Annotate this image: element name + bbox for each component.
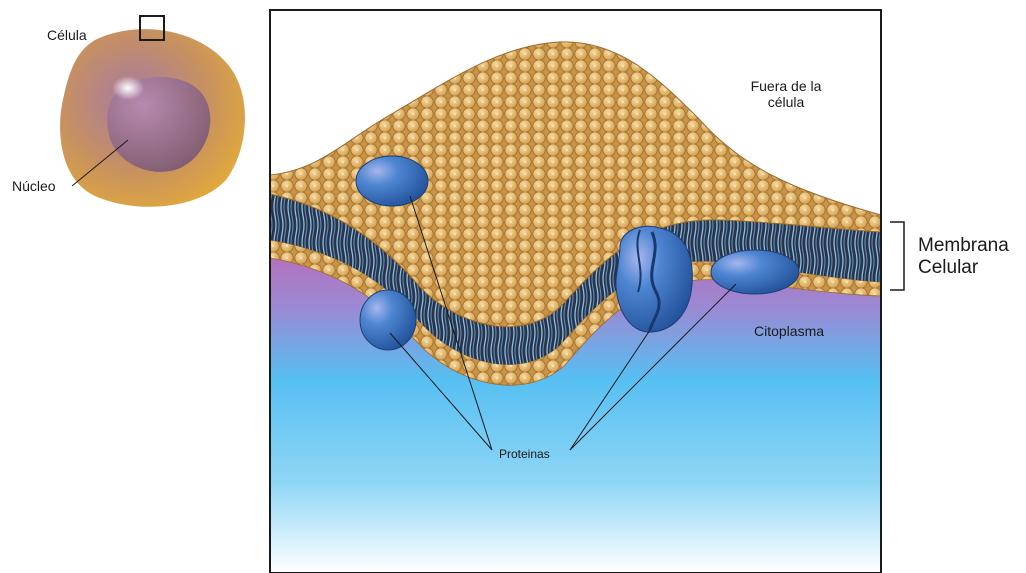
label-nucleus: Núcleo [12,178,56,194]
label-outside-line2: célula [738,94,834,110]
label-membrane-line2: Celular [918,257,1009,279]
protein-channel [616,226,692,332]
label-cell-membrane: Membrana Celular [918,235,1009,279]
cell-overview [60,16,245,207]
cell-highlight [112,76,144,100]
protein-peripheral-top [356,156,428,206]
label-membrane-line1: Membrana [918,235,1009,257]
protein-peripheral-bottom-right [711,250,799,294]
protein-peripheral-bottom-left [360,290,416,350]
label-cell: Célula [47,27,87,43]
label-cytoplasm: Citoplasma [754,323,824,339]
membrane-bracket [890,222,904,290]
label-outside-cell: Fuera de la célula [738,78,834,110]
label-outside-line1: Fuera de la [738,78,834,94]
label-proteins: Proteinas [499,448,550,462]
